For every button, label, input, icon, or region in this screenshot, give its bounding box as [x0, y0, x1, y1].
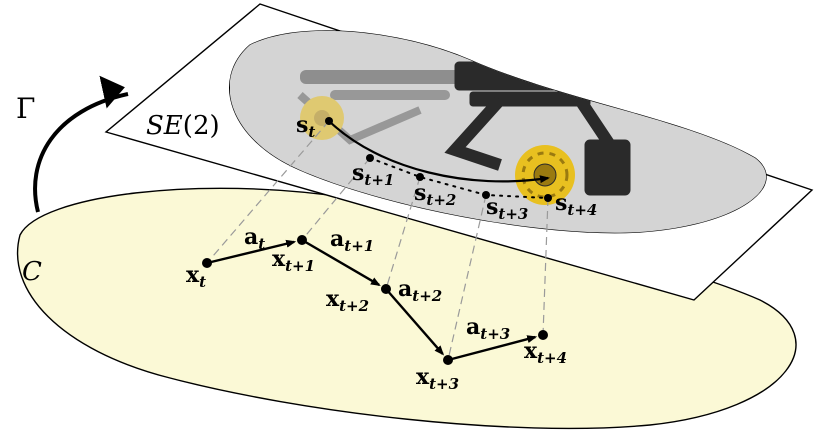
robot-ghost: [297, 70, 480, 145]
correspondence-line: [447, 194, 487, 361]
se2-dotted-path: [369, 157, 549, 199]
action-arrow: [206, 239, 297, 265]
action-arrow: [385, 288, 445, 356]
gamma-arrow: [33, 75, 129, 213]
latent-point: [297, 235, 307, 245]
state-label: st+1: [352, 160, 394, 189]
latent-label: xt: [186, 262, 206, 291]
latent-point: [381, 284, 391, 294]
state-point: [416, 173, 424, 181]
state-point: [325, 117, 333, 125]
correspondence-line: [385, 176, 421, 290]
state-label: st: [296, 112, 315, 141]
gamma-label: Γ: [16, 92, 35, 125]
correspondence-line: [542, 197, 549, 336]
action-arrows: [206, 238, 538, 362]
state-point: [482, 191, 490, 199]
action-label: at: [244, 224, 265, 253]
latent-label: xt+1: [272, 246, 315, 275]
latent-point: [443, 355, 453, 365]
labels-layer: SE(2) C st st+1 st+2 st+3 st+4 xt xt+1 x…: [22, 111, 597, 393]
state-label: st+4: [555, 190, 597, 219]
state-label: st+3: [486, 194, 528, 223]
state-points: [325, 117, 552, 202]
se2-trajectory: [328, 120, 550, 184]
state-point: [366, 154, 374, 162]
latent-point: [202, 258, 212, 268]
action-arrow: [301, 238, 381, 287]
action-label: at+2: [398, 276, 442, 305]
correspondence-line: [206, 120, 330, 264]
action-label: at+1: [330, 226, 374, 255]
correspondence-line: [301, 157, 371, 241]
state-point: [544, 194, 552, 202]
correspondence-lines: [206, 120, 549, 361]
latent-label: xt+4: [524, 338, 567, 367]
action-label: at+3: [466, 314, 510, 343]
latent-manifold: [16, 187, 797, 430]
latent-point: [538, 330, 548, 340]
latent-points: [202, 235, 548, 365]
latent-label: xt+2: [326, 286, 369, 315]
latent-label: xt+3: [416, 364, 459, 393]
state-label: st+2: [414, 180, 456, 209]
se2-label: SE(2): [146, 111, 220, 141]
action-arrow: [447, 335, 538, 362]
manifold-label: C: [22, 257, 42, 287]
